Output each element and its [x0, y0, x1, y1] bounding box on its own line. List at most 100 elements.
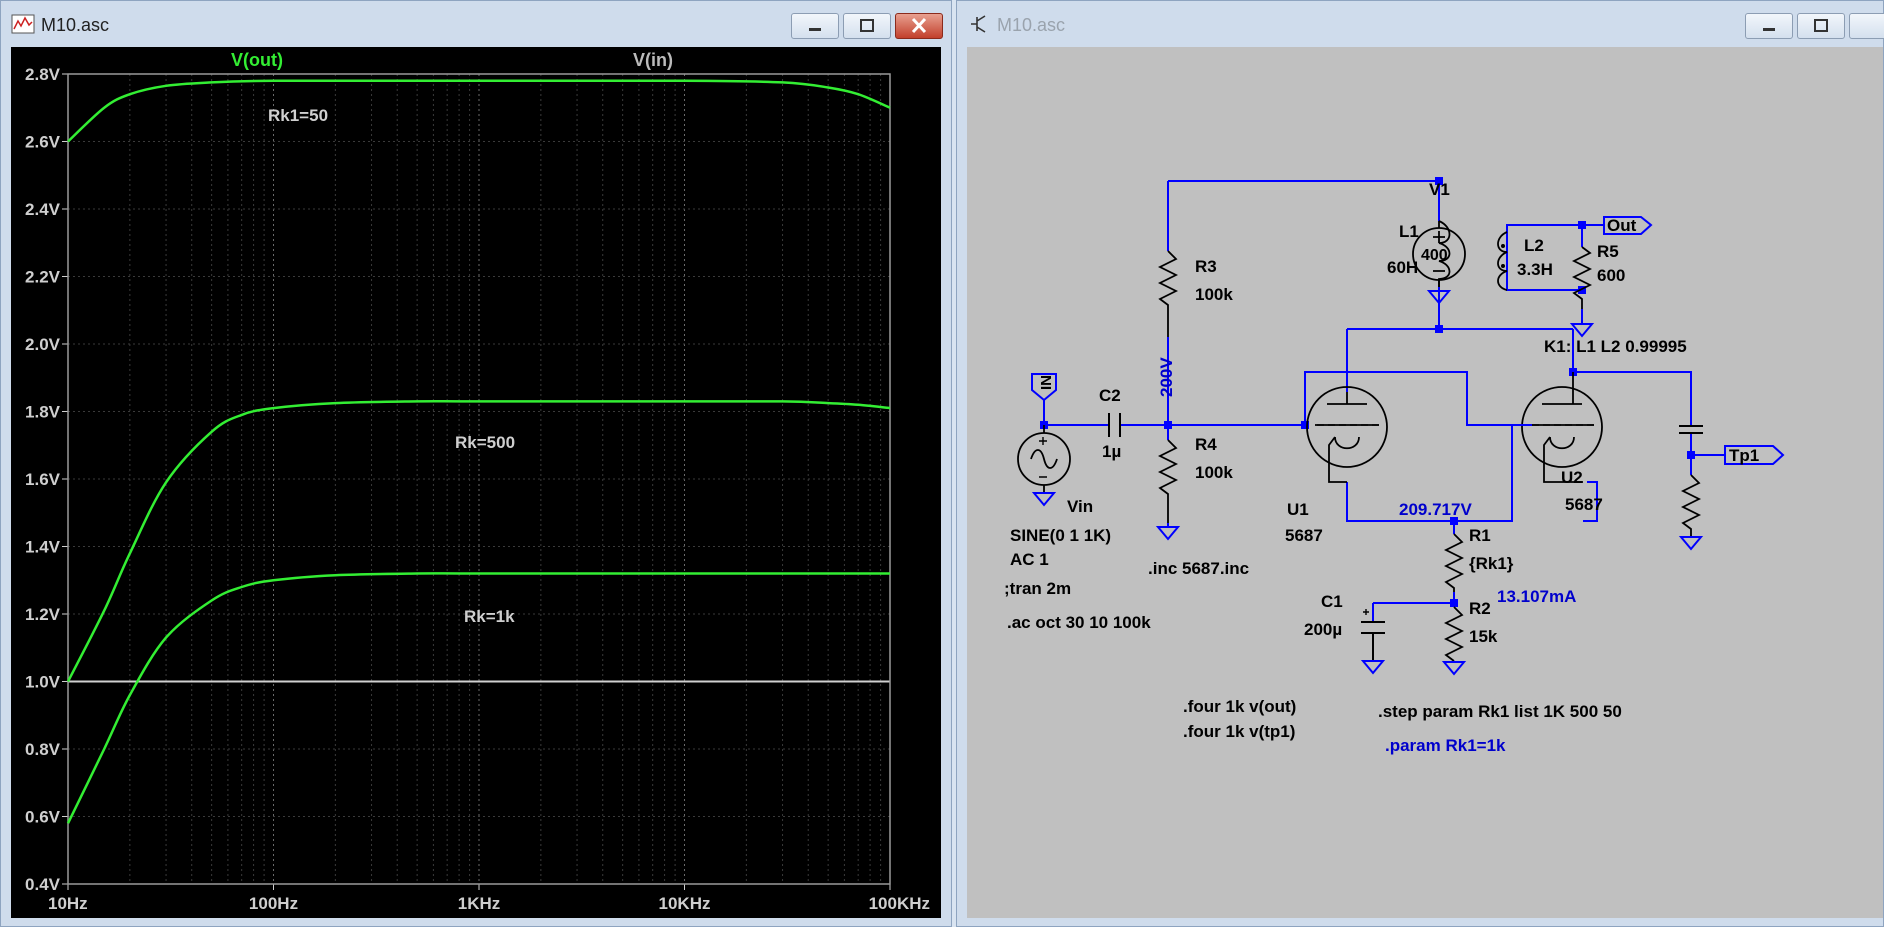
voltage-source-vin[interactable]: Vin SINE(0 1 1K) AC 1: [1010, 425, 1111, 569]
maximize-button[interactable]: [843, 13, 891, 39]
trace-0: [67, 79, 891, 143]
r1-name: R1: [1469, 526, 1491, 545]
triode-u2[interactable]: U2 5687: [1467, 372, 1603, 514]
u1-value: 5687: [1285, 526, 1323, 545]
r2-name: R2: [1469, 599, 1491, 618]
y-tick-label: 2.4V: [25, 200, 61, 219]
r4-value: 100k: [1195, 463, 1233, 482]
y-tick-label: 1.6V: [25, 470, 61, 489]
coupling-directive[interactable]: K1: L1 L2 0.99995: [1544, 337, 1687, 356]
voltage-source-v1[interactable]: V1 400: [1412, 180, 1466, 305]
plot-frame: [67, 73, 891, 885]
schematic-titlebar[interactable]: M10.asc: [957, 1, 1884, 47]
trace-label-vin[interactable]: V(in): [633, 50, 673, 70]
schematic-app-icon: [971, 15, 986, 33]
y-tick-label: 2.0V: [25, 335, 61, 354]
minimize-button[interactable]: [791, 13, 839, 39]
close-icon: [911, 17, 927, 34]
schematic-maximize-button[interactable]: [1797, 13, 1845, 39]
minimize-icon: [1763, 28, 1775, 31]
trace-2: [66, 572, 890, 824]
resistor-r4[interactable]: R4 100k: [1155, 435, 1233, 541]
inductor-l2[interactable]: L2 3.3H: [1497, 231, 1553, 291]
y-tick-label: 0.4V: [25, 875, 61, 894]
x-tick-label: 10KHz: [659, 894, 711, 913]
minimize-icon: [809, 28, 821, 31]
schematic-close-button[interactable]: [1849, 13, 1884, 39]
l1-value: 60H: [1387, 258, 1418, 277]
directive-inc[interactable]: .inc 5687.inc: [1148, 559, 1249, 578]
waveform-window: M10.asc 0.4V 0.6V 0.8V 1.0V 1.2V 1.4V 1.6V 1.8V…: [0, 0, 952, 927]
annotation-200v: 200V: [1157, 357, 1176, 397]
r5-value: 600: [1597, 266, 1625, 285]
y-tick-label: 2.8V: [25, 65, 61, 84]
r4-name: R4: [1195, 435, 1217, 454]
x-tick-label: 1KHz: [458, 894, 501, 913]
x-tick-label: 100KHz: [869, 894, 930, 913]
inductor-l1[interactable]: L1 60H: [1387, 220, 1451, 287]
wires: [1043, 180, 1725, 662]
plot-pane[interactable]: 0.4V 0.6V 0.8V 1.0V 1.2V 1.4V 1.6V 1.8V 2.0V 2.2V…: [11, 47, 941, 918]
trace-label-vout[interactable]: V(out): [231, 50, 283, 70]
y-tick-label: 1.4V: [25, 538, 61, 557]
schematic-drawing[interactable]: V1 400 L1 60H L2 3.3H R5: [967, 47, 1884, 920]
tp1-network[interactable]: Tp1: [1678, 425, 1785, 551]
c2-value: 1µ: [1102, 442, 1121, 461]
port-out-label: Out: [1607, 216, 1637, 235]
u2-name: U2: [1561, 468, 1583, 487]
r1-value: {Rk1}: [1469, 554, 1514, 573]
waveform-plot[interactable]: 0.4V 0.6V 0.8V 1.0V 1.2V 1.4V 1.6V 1.8V 2.0V 2.2V…: [11, 47, 943, 920]
port-tp1-label: Tp1: [1729, 446, 1759, 465]
resistor-r5[interactable]: R5 600: [1569, 242, 1625, 338]
directive-four-out[interactable]: .four 1k v(out): [1183, 697, 1296, 716]
schematic-window-title: M10.asc: [997, 15, 1066, 35]
y-tick-label: 2.2V: [25, 268, 61, 287]
c1-name: C1: [1321, 592, 1343, 611]
schematic-window: M10.asc: [956, 0, 1884, 927]
directive-ac[interactable]: .ac oct 30 10 100k: [1007, 613, 1151, 632]
u2-value: 5687: [1565, 495, 1603, 514]
y-tick-label: 0.6V: [25, 808, 61, 827]
port-out[interactable]: Out: [1603, 216, 1653, 235]
resistor-r2[interactable]: R2 15k: [1441, 599, 1498, 676]
directive-step[interactable]: .step param Rk1 list 1K 500 50: [1378, 702, 1622, 721]
step-label-rk50: Rk1=50: [268, 106, 328, 125]
port-in[interactable]: IN: [1031, 373, 1057, 402]
resistor-r3[interactable]: R3 100k: [1157, 250, 1233, 337]
trace-1: [66, 400, 891, 683]
r2-value: 15k: [1469, 627, 1498, 646]
l2-value: 3.3H: [1517, 260, 1553, 279]
capacitor-c2[interactable]: C2 1µ: [1099, 386, 1121, 461]
directive-four-tp1[interactable]: .four 1k v(tp1): [1183, 722, 1295, 741]
resistor-r1[interactable]: R1 {Rk1}: [1443, 526, 1514, 592]
schematic-minimize-button[interactable]: [1745, 13, 1793, 39]
v1-name: V1: [1429, 180, 1450, 199]
x-tick-label: 10Hz: [48, 894, 88, 913]
v1-value: 400: [1421, 247, 1448, 264]
y-tick-label: 1.2V: [25, 605, 61, 624]
directive-tran[interactable]: ;tran 2m: [1004, 579, 1071, 598]
close-button[interactable]: [895, 13, 943, 39]
triode-u1[interactable]: U1 5687: [1285, 386, 1388, 545]
c2-name: C2: [1099, 386, 1121, 405]
directive-param[interactable]: .param Rk1=1k: [1385, 736, 1506, 755]
y-tick-label: 0.8V: [25, 740, 61, 759]
step-label-rk1k: Rk=1k: [464, 607, 515, 626]
y-tick-label: 2.6V: [25, 133, 61, 152]
waveform-titlebar[interactable]: M10.asc: [1, 1, 951, 47]
x-tick-label: 100Hz: [249, 894, 298, 913]
y-tick-label: 1.0V: [25, 673, 61, 692]
l2-name: L2: [1524, 236, 1544, 255]
vin-name: Vin: [1067, 497, 1093, 516]
schematic-canvas[interactable]: V1 400 L1 60H L2 3.3H R5: [967, 47, 1883, 918]
c1-value: 200µ: [1304, 620, 1342, 639]
maximize-icon: [860, 19, 874, 32]
annotation-cathode-voltage: 209.717V: [1399, 500, 1472, 519]
l1-name: L1: [1399, 222, 1419, 241]
port-in-label: IN: [1038, 375, 1055, 390]
capacitor-c1[interactable]: C1 200µ: [1304, 592, 1386, 675]
vin-sine: SINE(0 1 1K): [1010, 526, 1111, 545]
vin-ac: AC 1: [1010, 550, 1049, 569]
annotation-cathode-current: 13.107mA: [1497, 587, 1576, 606]
y-tick-label: 1.8V: [25, 403, 61, 422]
